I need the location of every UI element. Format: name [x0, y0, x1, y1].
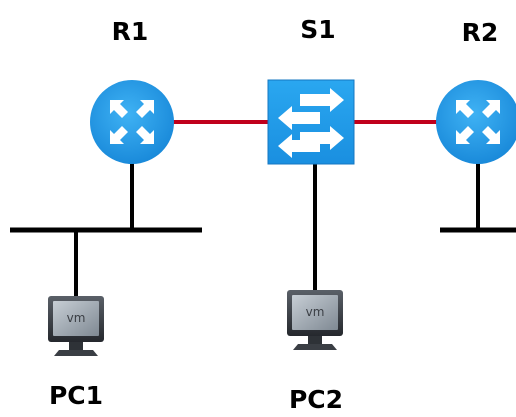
router-icon	[90, 80, 174, 164]
router-r1[interactable]	[90, 80, 174, 164]
label-pc2: PC2	[289, 385, 343, 414]
vm-monitor-icon	[48, 296, 104, 356]
links	[10, 120, 516, 296]
router-icon	[436, 80, 516, 164]
pc2-screen-text: vm	[306, 305, 325, 319]
label-r2: R2	[462, 18, 499, 47]
pc-pc1[interactable]: vm	[48, 296, 104, 356]
label-s1: S1	[300, 15, 335, 44]
pc1-screen-text: vm	[67, 311, 86, 325]
switch-arrows-icon	[278, 88, 344, 158]
label-pc1: PC1	[49, 381, 103, 410]
switch-s1[interactable]	[267, 79, 355, 165]
router-r2[interactable]	[436, 80, 516, 164]
label-r1: R1	[112, 17, 149, 46]
pc-pc2[interactable]: vm	[287, 290, 343, 350]
vm-monitor-icon	[287, 290, 343, 350]
